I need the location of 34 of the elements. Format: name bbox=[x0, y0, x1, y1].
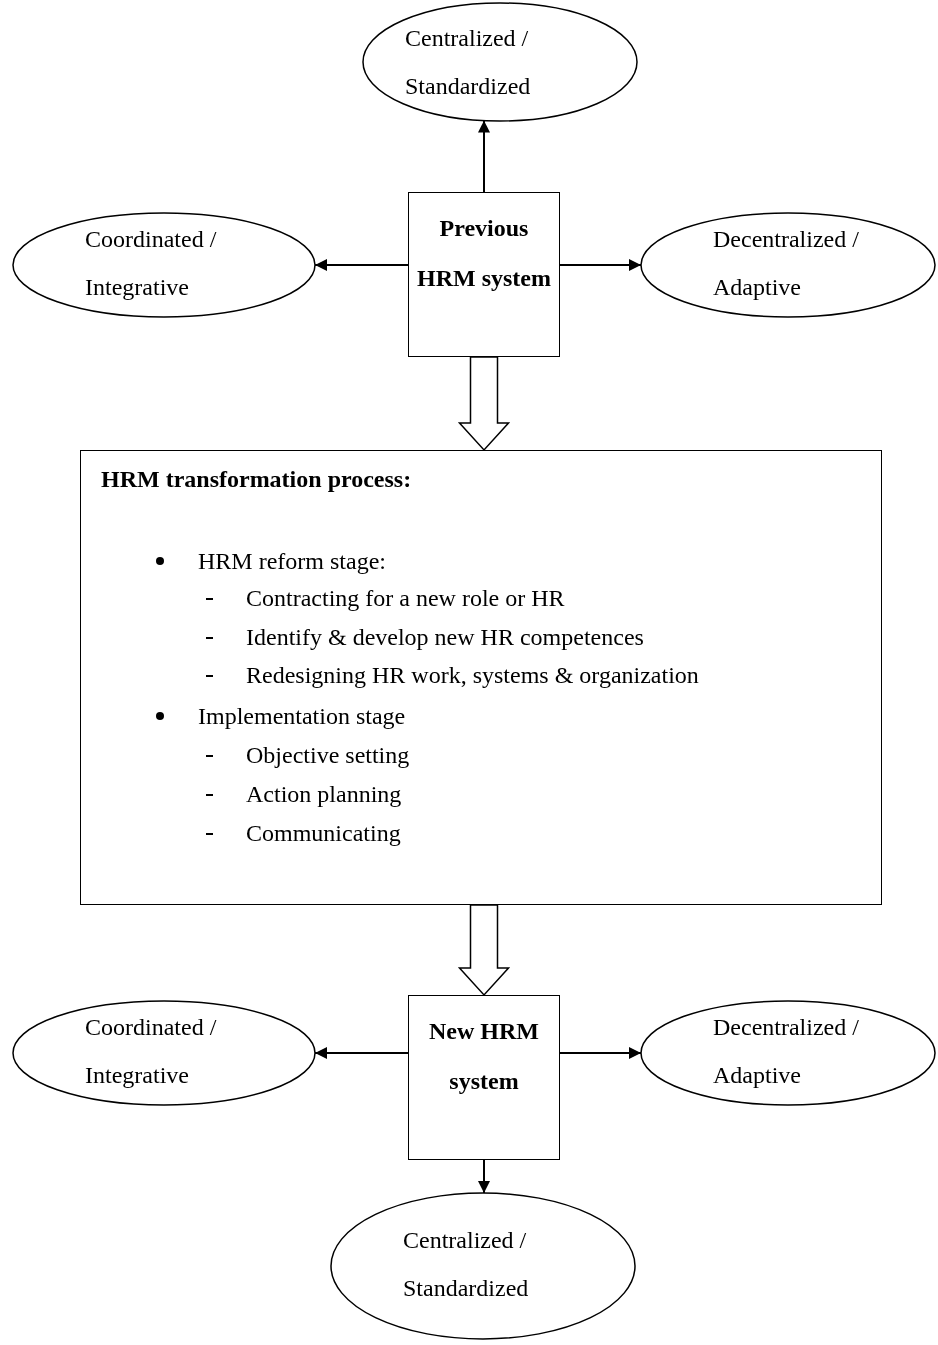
box-label: Previous HRM system bbox=[416, 214, 552, 293]
process-box bbox=[80, 450, 882, 905]
ellipse-label: Coordinated / Integrative bbox=[85, 225, 218, 302]
list-item: Communicating bbox=[206, 818, 401, 848]
ellipse-label: Centralized / Standardized bbox=[403, 1226, 530, 1303]
ellipse-label: Decentralized / Adaptive bbox=[713, 1013, 860, 1090]
ellipse-node bbox=[330, 1192, 636, 1340]
ellipse-node bbox=[12, 212, 316, 318]
arrow bbox=[314, 259, 409, 271]
ellipse-node bbox=[362, 2, 638, 122]
list-item: HRM reform stage: bbox=[156, 546, 386, 576]
list-item: Implementation stage bbox=[156, 701, 406, 731]
arrow bbox=[559, 1047, 642, 1059]
arrow bbox=[559, 259, 642, 271]
arrow bbox=[478, 119, 490, 193]
arrow bbox=[478, 1159, 490, 1194]
list-item: Contracting for a new role or HR bbox=[206, 583, 565, 613]
list-item: Redesigning HR work, systems & organization bbox=[206, 660, 699, 690]
ellipse-node bbox=[12, 1000, 316, 1106]
ellipse-label: Decentralized / Adaptive bbox=[713, 225, 860, 302]
box-label: New HRM system bbox=[428, 1017, 540, 1096]
ellipse-node bbox=[640, 1000, 936, 1106]
system-box bbox=[408, 995, 560, 1160]
list-item: Action planning bbox=[206, 779, 402, 809]
panel-heading: HRM transformation process: bbox=[101, 465, 412, 494]
ellipse-label: Coordinated / Integrative bbox=[85, 1013, 218, 1090]
ellipse-node bbox=[640, 212, 936, 318]
arrow bbox=[314, 1047, 409, 1059]
ellipse-label: Centralized / Standardized bbox=[405, 24, 532, 101]
block-arrow bbox=[457, 356, 511, 452]
block-arrow bbox=[457, 904, 511, 997]
list-item: Identify & develop new HR competences bbox=[206, 622, 644, 652]
system-box bbox=[408, 192, 560, 357]
list-item: Objective setting bbox=[206, 740, 410, 770]
